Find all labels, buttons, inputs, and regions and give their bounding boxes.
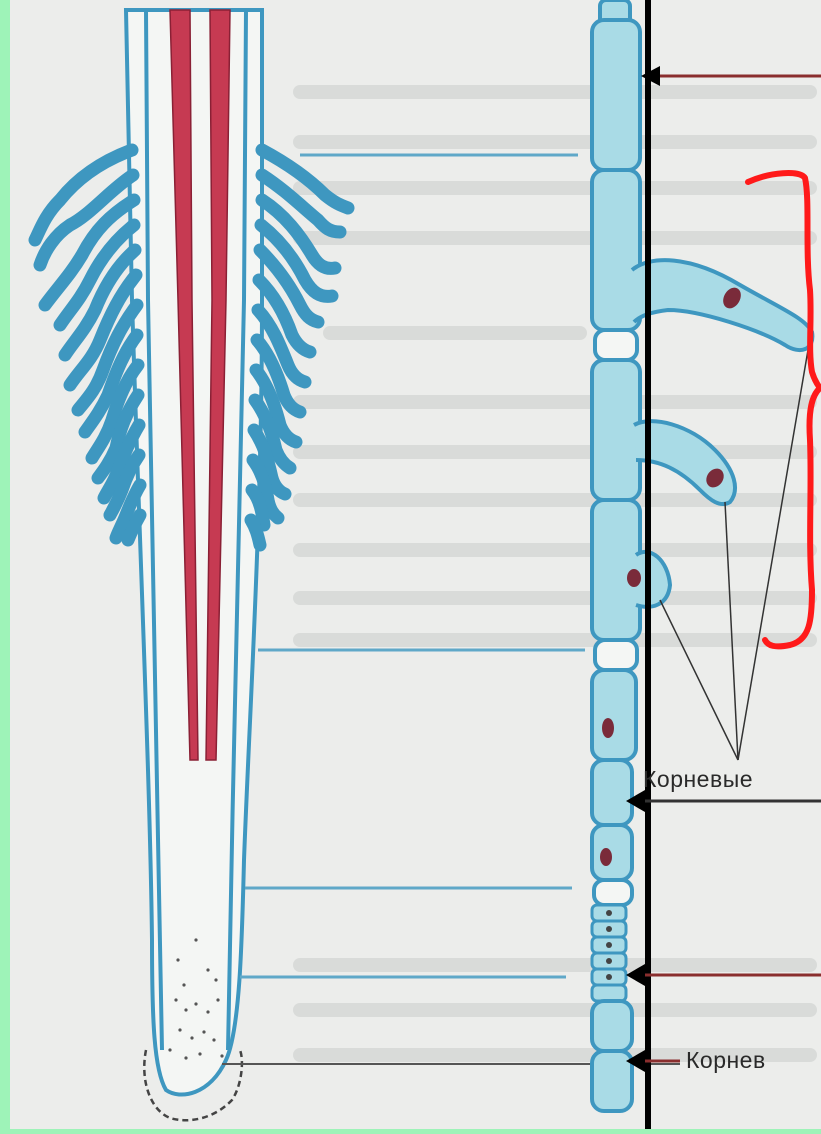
cell-joint <box>595 640 637 670</box>
cell <box>592 825 632 880</box>
nucleus <box>600 848 612 866</box>
left-frame <box>0 0 10 1129</box>
cell <box>592 170 640 330</box>
cell <box>592 20 640 170</box>
cell-joint <box>595 330 637 360</box>
nucleus <box>627 569 641 587</box>
cell-joint <box>594 880 632 905</box>
cell <box>592 1001 632 1051</box>
cell <box>592 760 632 825</box>
cell <box>592 670 636 760</box>
cell <box>592 1051 632 1111</box>
cell <box>592 360 640 500</box>
root-cap-label: Корнев <box>686 1047 766 1074</box>
nucleus <box>602 718 614 738</box>
right-column-edge <box>645 0 651 1129</box>
root-hairs-label: Корневые <box>643 766 753 793</box>
meristem-small-cells <box>592 905 626 1001</box>
